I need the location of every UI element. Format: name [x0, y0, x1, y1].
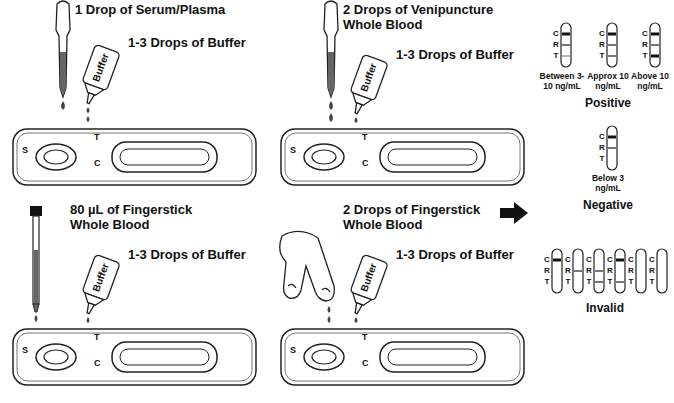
line-letter: R	[598, 40, 606, 50]
finger	[280, 231, 335, 323]
line-letter: C	[552, 29, 560, 39]
cassette-mark: T	[94, 132, 100, 143]
dropper	[56, 1, 70, 110]
line-letter: T	[606, 277, 614, 287]
step-instruction: 2 Drops of Venipuncture Whole Blood	[343, 3, 523, 33]
buffer-instruction: 1-3 Drops of Buffer	[128, 36, 268, 51]
buffer-bottle: Buffer	[75, 43, 122, 109]
cassette-outline	[280, 128, 525, 186]
cassette-mark: T	[362, 332, 368, 343]
result-strip: CRT	[627, 248, 647, 294]
line-letter: R	[564, 266, 572, 276]
step-instruction: 80 µL of Fingerstick Whole Blood	[70, 203, 220, 233]
cassette-mark: C	[362, 358, 369, 369]
line-letter: R	[648, 266, 656, 276]
test-cassette: S T C	[12, 128, 257, 186]
result-strip: CRT	[585, 248, 605, 294]
line-letter: C	[627, 255, 635, 265]
cassette-mark: S	[22, 345, 28, 356]
cassette-mark: T	[362, 132, 368, 143]
line-letter: T	[598, 154, 606, 164]
buffer-instruction: 1-3 Drops of Buffer	[396, 48, 528, 63]
line-letter: R	[627, 266, 635, 276]
result-caption: Between 3-10 ng/mL	[536, 72, 588, 92]
buffer-bottle: Buffer	[343, 253, 390, 319]
line-letter: R	[585, 266, 593, 276]
result-strip: CRT	[598, 125, 618, 171]
result-strip: CRT	[648, 248, 668, 294]
line-letter: T	[564, 277, 572, 287]
line-letter: C	[598, 132, 606, 142]
result-strip: CRT	[552, 22, 572, 68]
result-caption: Approx 10 ng/mL	[586, 72, 630, 92]
line-letter: R	[552, 40, 560, 50]
cassette-mark: S	[290, 345, 296, 356]
cassette-outline	[12, 328, 257, 386]
line-letter: C	[641, 29, 649, 39]
line-letter: R	[606, 266, 614, 276]
result-strip: CRT	[598, 22, 618, 68]
step-instruction: 2 Drops of Fingerstick Whole Blood	[343, 203, 503, 233]
cassette-mark: C	[362, 158, 369, 169]
line-letter: R	[641, 40, 649, 50]
result-strip: CRT	[564, 248, 584, 294]
cassette-mark: C	[94, 158, 101, 169]
line-letter: T	[598, 51, 606, 61]
step-instruction: 1 Drop of Serum/Plasma	[75, 3, 275, 18]
line-letter: T	[585, 277, 593, 287]
line-letter: C	[598, 29, 606, 39]
line-letter: C	[606, 255, 614, 265]
test-cassette: S T C	[12, 328, 257, 386]
result-caption: Above 10 ng/mL	[629, 72, 671, 92]
line-letter: T	[543, 277, 551, 287]
line-letter: T	[641, 51, 649, 61]
line-letter: R	[598, 143, 606, 153]
capillary-pipette	[30, 206, 42, 322]
cassette-mark: T	[94, 332, 100, 343]
line-letter: T	[552, 51, 560, 61]
line-letter: C	[564, 255, 572, 265]
buffer-instruction: 1-3 Drops of Buffer	[396, 248, 528, 263]
cassette-outline	[12, 128, 257, 186]
line-letter: C	[543, 255, 551, 265]
result-strip: CRT	[606, 248, 626, 294]
result-heading: Invalid	[565, 302, 645, 316]
result-strip: CRT	[543, 248, 563, 294]
test-cassette: S T C	[280, 128, 525, 186]
result-heading: Negative	[568, 199, 648, 213]
cassette-mark: C	[94, 358, 101, 369]
result-heading: Positive	[568, 97, 648, 111]
flow-arrow	[500, 202, 528, 224]
buffer-instruction: 1-3 Drops of Buffer	[128, 248, 268, 263]
cassette-outline	[280, 328, 525, 386]
line-letter: T	[627, 277, 635, 287]
cassette-mark: S	[22, 145, 28, 156]
cassette-mark: S	[290, 145, 296, 156]
result-strip: CRT	[641, 22, 661, 68]
line-letter: T	[648, 277, 656, 287]
line-letter: R	[543, 266, 551, 276]
dropper	[324, 1, 338, 122]
buffer-bottle: Buffer	[343, 53, 390, 119]
line-letter: C	[585, 255, 593, 265]
line-letter: C	[648, 255, 656, 265]
buffer-bottle: Buffer	[75, 253, 122, 319]
test-cassette: S T C	[280, 328, 525, 386]
result-caption: Below 3 ng/mL	[586, 174, 630, 194]
